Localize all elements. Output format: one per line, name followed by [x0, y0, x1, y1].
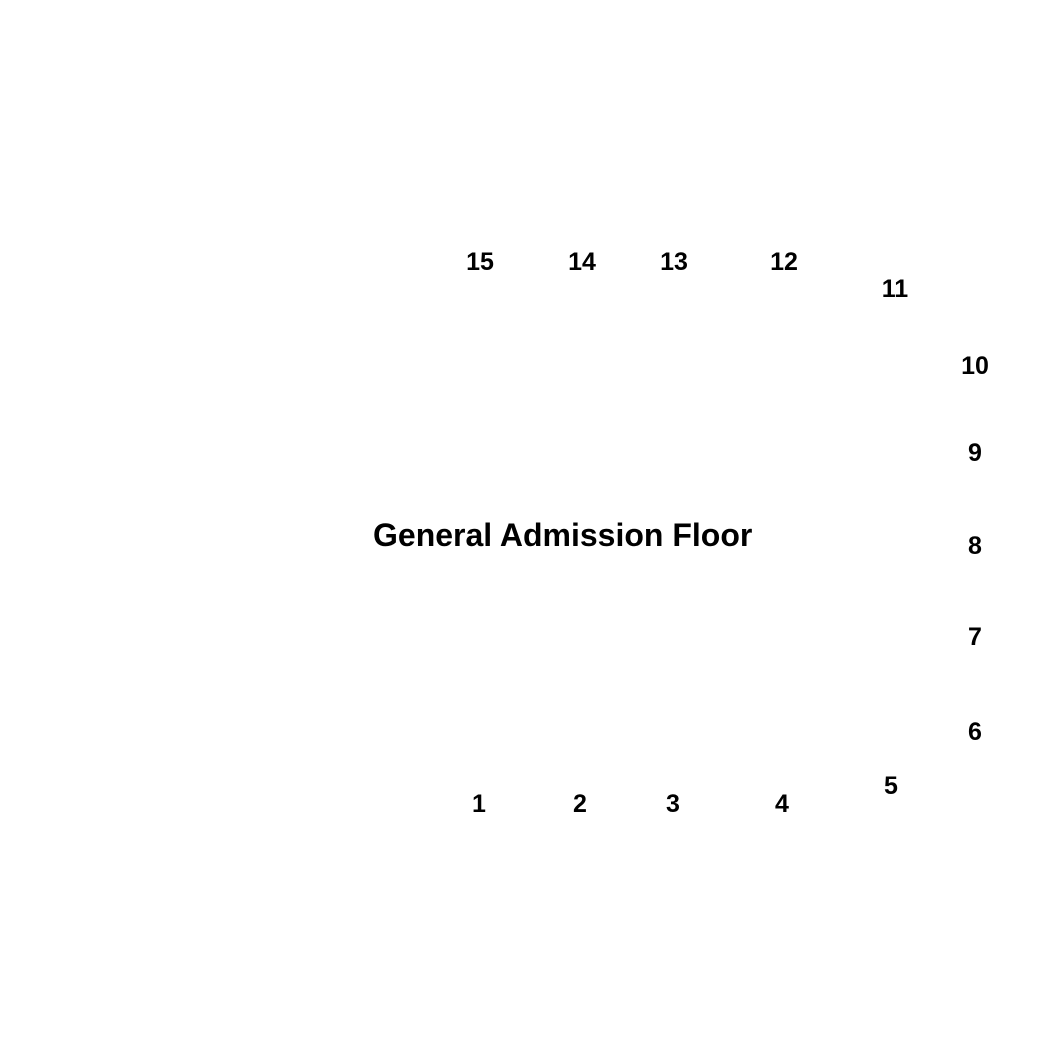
- section-14-label[interactable]: 14: [568, 248, 596, 276]
- section-15-label[interactable]: 15: [466, 248, 494, 276]
- section-8-label[interactable]: 8: [968, 532, 982, 560]
- section-9-label[interactable]: 9: [968, 439, 982, 467]
- section-6-label[interactable]: 6: [968, 718, 982, 746]
- section-2-label[interactable]: 2: [573, 790, 587, 818]
- section-11-label[interactable]: 11: [881, 275, 909, 303]
- section-12-label[interactable]: 12: [770, 248, 798, 276]
- section-3-label[interactable]: 3: [666, 790, 680, 818]
- section-5-label[interactable]: 5: [884, 772, 898, 800]
- general-admission-floor-label[interactable]: General Admission Floor: [373, 517, 753, 553]
- section-10-label[interactable]: 10: [961, 352, 989, 380]
- section-1-label[interactable]: 1: [472, 790, 486, 818]
- section-7-label[interactable]: 7: [968, 623, 982, 651]
- section-4-label[interactable]: 4: [775, 790, 789, 818]
- section-13-label[interactable]: 13: [660, 248, 688, 276]
